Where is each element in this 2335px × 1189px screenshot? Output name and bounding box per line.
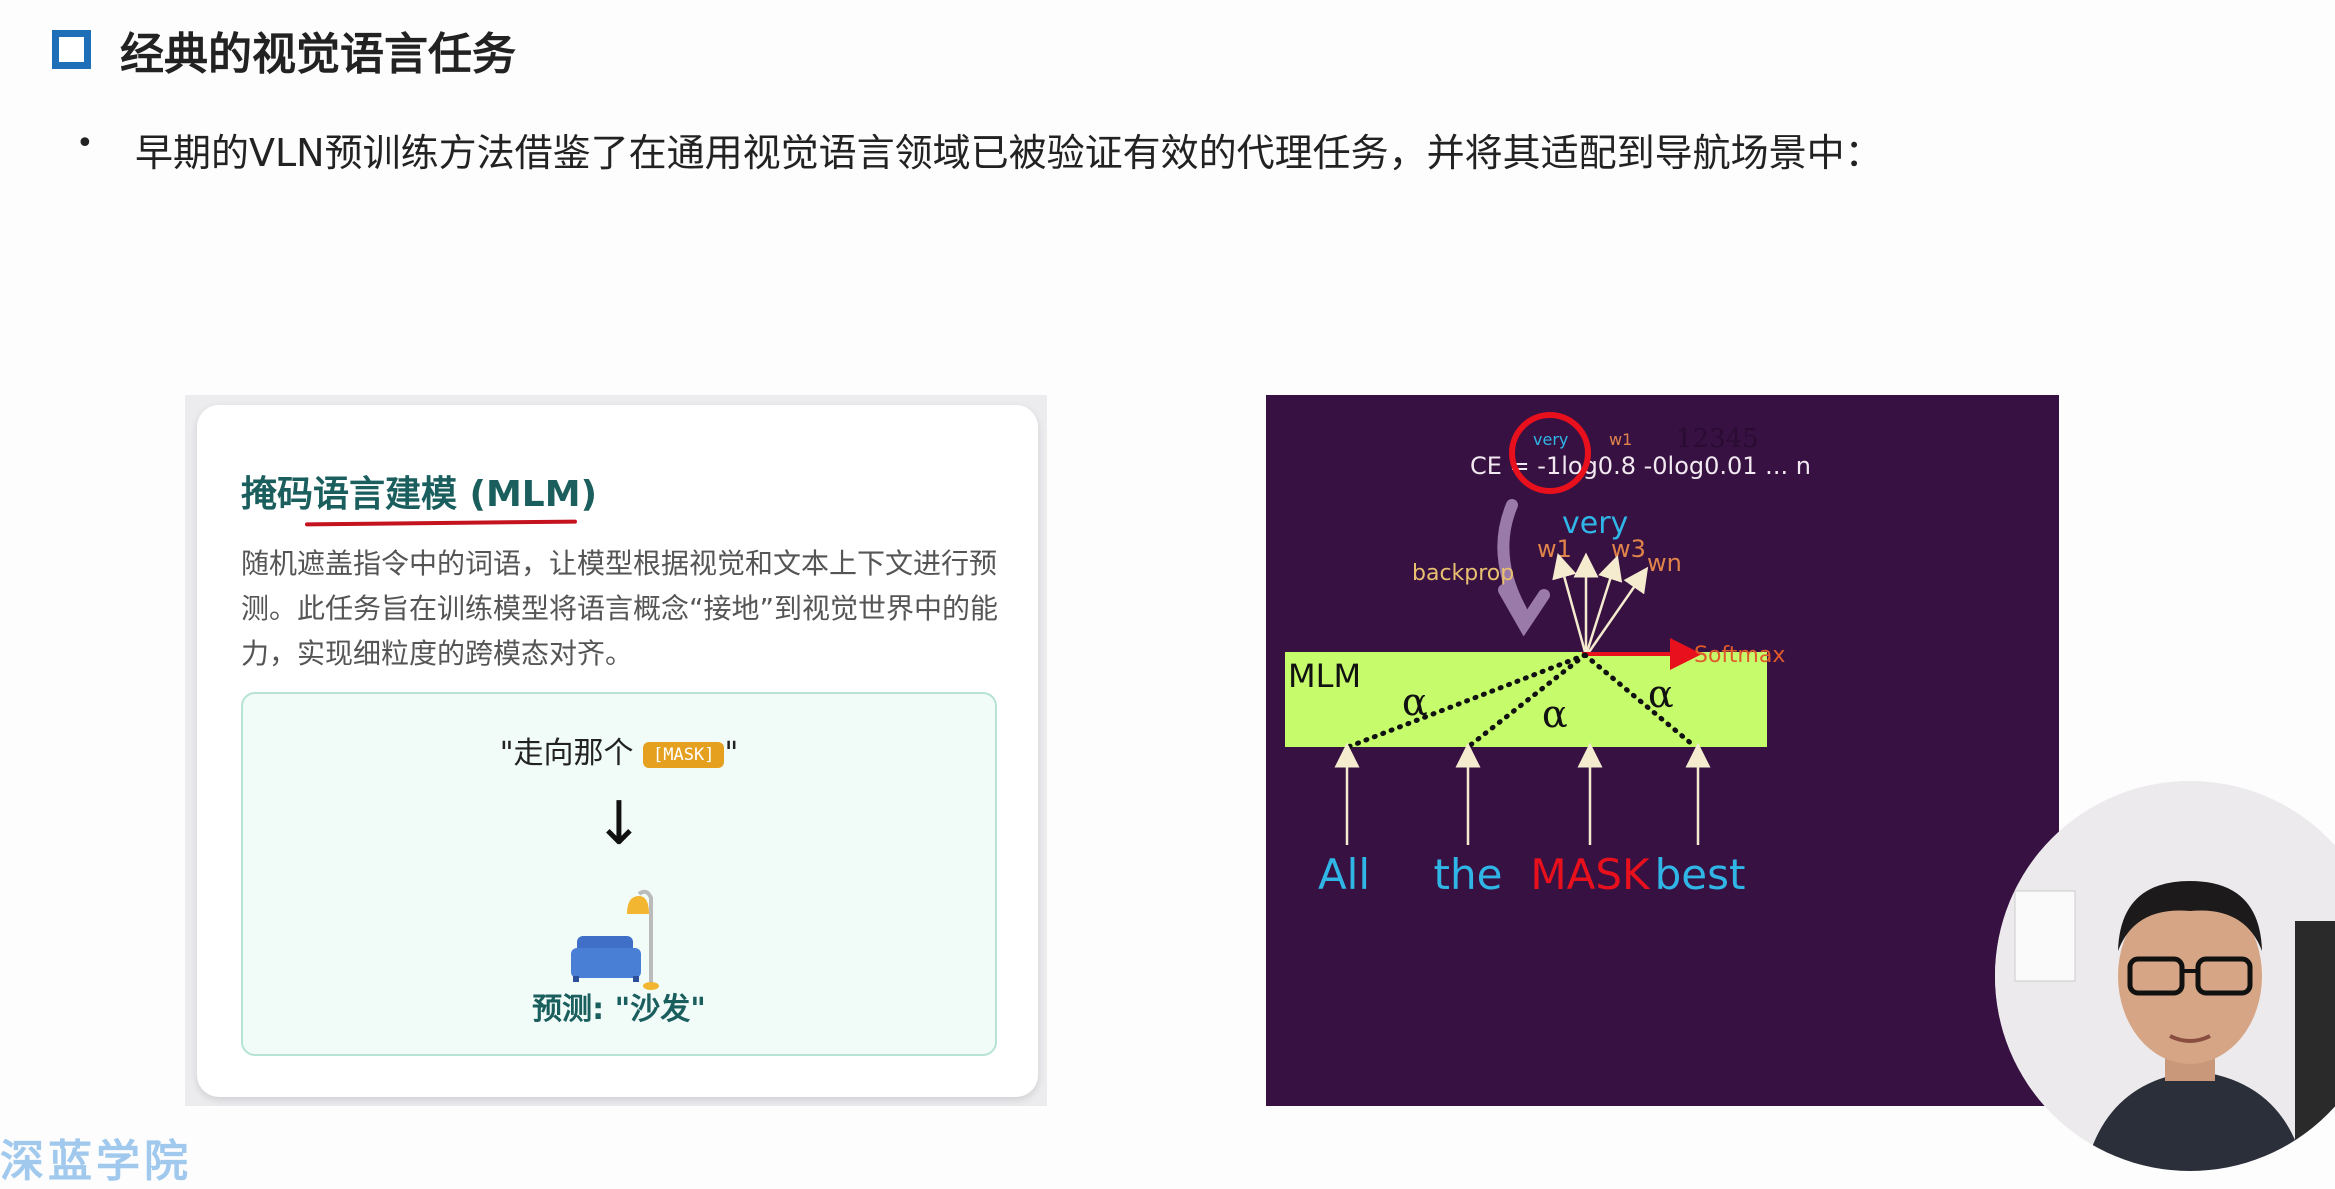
token-all: All bbox=[1318, 850, 1370, 899]
mlm-card-panel: 掩码语言建模 (MLM) 随机遮盖指令中的词语，让模型根据视觉和文本上下文进行预… bbox=[185, 395, 1047, 1106]
bullet-text: 早期的VLN预训练方法借鉴了在通用视觉语言领域已被验证有效的代理任务，并将其适配… bbox=[135, 131, 1883, 175]
output-wn: wn bbox=[1647, 549, 1682, 577]
output-w3: w3 bbox=[1611, 535, 1646, 563]
sentence-suffix: " bbox=[724, 736, 739, 771]
mlm-card: 掩码语言建模 (MLM) 随机遮盖指令中的词语，让模型根据视觉和文本上下文进行预… bbox=[197, 405, 1038, 1097]
softmax-label: Softmax bbox=[1694, 643, 1785, 668]
red-annotation-underline bbox=[304, 519, 578, 527]
alpha-1: α bbox=[1402, 680, 1428, 724]
sentence-prefix: "走向那个 bbox=[499, 736, 644, 771]
slide-title: 经典的视觉语言任务 bbox=[120, 29, 516, 80]
backprop-label: backprop bbox=[1412, 561, 1514, 586]
token-best: best bbox=[1655, 850, 1746, 899]
red-annotation-circle bbox=[1509, 412, 1591, 494]
output-w1: w1 bbox=[1537, 535, 1572, 563]
sofa-lamp-icon bbox=[571, 889, 659, 990]
ce-label-very: very bbox=[1533, 430, 1568, 449]
ce-label-w1: w1 bbox=[1609, 430, 1632, 449]
watermark-logo: 深蓝学院 bbox=[0, 1136, 192, 1187]
output-very: very bbox=[1562, 506, 1628, 541]
card-description: 随机遮盖指令中的词语，让模型根据视觉和文本上下文进行预测。此任务旨在训练模型将语… bbox=[241, 547, 999, 670]
presenter-video-icon bbox=[1995, 781, 2335, 1171]
example-sentence: "走向那个 [MASK]" bbox=[243, 728, 995, 772]
example-box: "走向那个 [MASK]" ↓ 预测: "沙发" bbox=[241, 692, 997, 1056]
prediction-label: 预测: "沙发" bbox=[532, 992, 706, 1027]
presenter-webcam bbox=[1995, 781, 2335, 1171]
faint-number: 12345 bbox=[1676, 424, 1759, 454]
alpha-3: α bbox=[1648, 672, 1674, 716]
input-arrows bbox=[1334, 742, 1711, 845]
output-arrows bbox=[1552, 552, 1649, 653]
card-title: 掩码语言建模 (MLM) bbox=[241, 474, 598, 515]
mlm-label: MLM bbox=[1288, 657, 1361, 695]
bullet-icon: • bbox=[76, 126, 94, 161]
alpha-2: α bbox=[1542, 692, 1568, 736]
backprop-arrow-icon bbox=[1497, 499, 1550, 637]
down-arrow-icon: ↓ bbox=[593, 789, 645, 859]
mask-token: [MASK] bbox=[643, 741, 725, 768]
token-the: the bbox=[1434, 850, 1503, 899]
mlm-diagram: 12345 very w1 CE = -1log0.8 -0log0.01 ..… bbox=[1266, 395, 2059, 1106]
title-square-icon bbox=[52, 30, 91, 69]
ce-formula: CE = -1log0.8 -0log0.01 ... n bbox=[1470, 452, 1811, 480]
token-mask: MASK bbox=[1530, 850, 1651, 899]
attention-lines bbox=[1345, 652, 1696, 750]
